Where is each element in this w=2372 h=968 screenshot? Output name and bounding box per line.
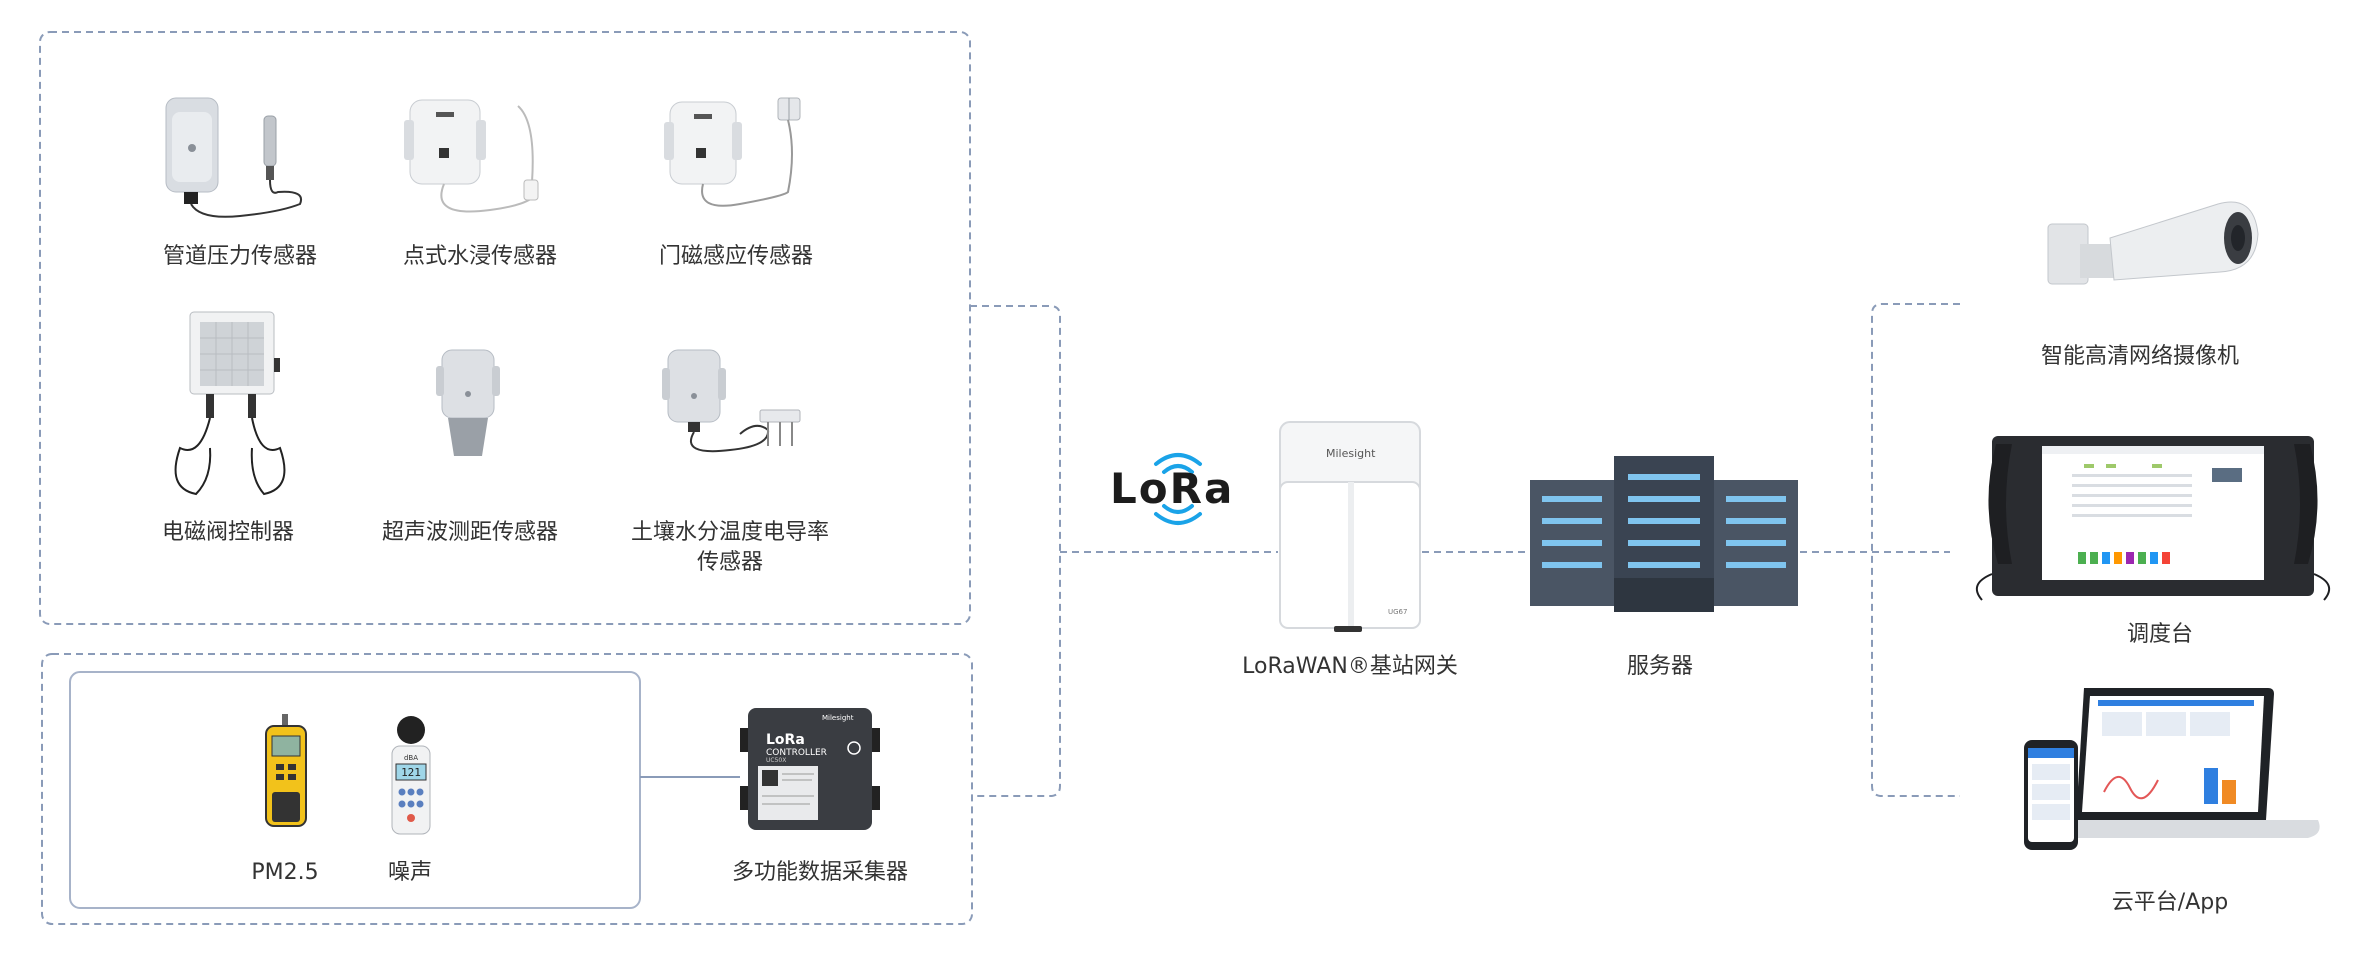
pm25-label: PM2.5 bbox=[251, 860, 319, 885]
valve-controller-label: 电磁阀控制器 bbox=[161, 520, 294, 545]
collector-body-icon bbox=[740, 708, 880, 830]
noise-display-value: 121 bbox=[401, 766, 421, 779]
right-bracket bbox=[1871, 303, 1960, 797]
pm25-meter-icon bbox=[265, 714, 307, 827]
camera-label: 智能高清网络摄像机 bbox=[2040, 344, 2239, 369]
valve-controller-icon bbox=[174, 311, 286, 496]
data-collector-device: LoRa CONTROLLER UC50X Milesight bbox=[740, 706, 880, 834]
door-magnet-sensor-icon bbox=[664, 97, 801, 207]
ultrasonic-sensor-icon bbox=[436, 349, 500, 456]
gateway-label: LoRaWAN®基站网关 bbox=[1242, 654, 1458, 679]
sensor-group-frame bbox=[39, 31, 971, 625]
collector-brand: Milesight bbox=[822, 714, 854, 722]
server-label: 服务器 bbox=[1626, 654, 1693, 679]
gateway-body-icon bbox=[1279, 421, 1421, 632]
ultrasonic-label: 超声波测距传感器 bbox=[381, 520, 558, 545]
gateway-model: UG67 bbox=[1388, 608, 1408, 616]
lorawan-gateway-device: Milesight UG67 bbox=[1278, 420, 1422, 634]
instruments-frame bbox=[69, 671, 641, 909]
camera-icon bbox=[2047, 201, 2259, 285]
collector-label: 多功能数据采集器 bbox=[731, 860, 908, 885]
left-bracket bbox=[970, 305, 1061, 797]
lora-logo-text: LoRa bbox=[1110, 464, 1235, 513]
noise-label: 噪声 bbox=[387, 860, 432, 885]
collector-model: UC50X bbox=[766, 757, 787, 764]
dispatch-console-icon bbox=[1975, 436, 2331, 601]
console-label: 调度台 bbox=[2126, 622, 2193, 647]
server-rack-icon bbox=[1530, 456, 1798, 612]
pipe-pressure-sensor-icon bbox=[165, 97, 302, 218]
noise-meter-icon: 121 dBA bbox=[391, 716, 431, 835]
pipe-pressure-label: 管道压力传感器 bbox=[162, 244, 317, 269]
lora-wave-icon bbox=[1154, 453, 1202, 525]
gateway-brand: Milesight bbox=[1326, 447, 1376, 460]
collector-title-lora: LoRa bbox=[766, 732, 805, 748]
soil-sensor-label-line2: 传感器 bbox=[696, 550, 763, 575]
cloud-label: 云平台/App bbox=[2111, 890, 2229, 915]
collector-group-frame bbox=[41, 653, 973, 925]
noise-unit: dBA bbox=[404, 754, 418, 762]
water-leak-sensor-icon bbox=[404, 99, 539, 213]
soil-sensor-icon bbox=[662, 349, 801, 453]
lora-logo: LoRa bbox=[1108, 440, 1258, 530]
soil-sensor-label-line1: 土壤水分温度电导率 bbox=[630, 520, 829, 545]
door-magnet-label: 门磁感应传感器 bbox=[658, 244, 813, 269]
cloud-laptop-phone-icon bbox=[2024, 688, 2320, 850]
water-leak-label: 点式水浸传感器 bbox=[402, 244, 557, 269]
collector-title-controller: CONTROLLER bbox=[766, 748, 827, 758]
